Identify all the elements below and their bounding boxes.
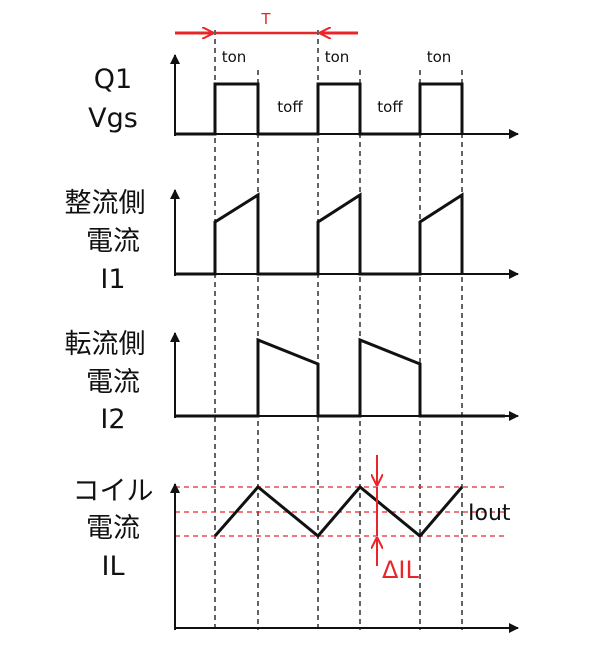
period-marker: T <box>175 10 358 33</box>
i1-title-line1: 整流側 <box>65 188 146 219</box>
timing-guides <box>214 30 463 630</box>
q1-ton-label-2: ton <box>325 48 350 66</box>
q1-title-line1: Q1 <box>94 64 132 95</box>
q1-title-line2: Vgs <box>88 103 138 134</box>
il-current-waveform <box>213 484 464 539</box>
i1-title-line2: 電流 <box>86 226 140 257</box>
i2-title-line1: 転流側 <box>65 329 146 360</box>
q1-ton-label-3: ton <box>427 48 452 66</box>
i1-panel: 整流側 電流 I1 <box>65 188 519 295</box>
il-title-line2: 電流 <box>86 513 140 544</box>
q1-gate-waveform <box>175 82 464 136</box>
i1-current-waveform <box>175 192 464 276</box>
i2-current-waveform <box>175 337 505 418</box>
il-ripple-label: ΔIL <box>382 556 419 584</box>
i2-title-line2: 電流 <box>86 367 140 398</box>
q1-vgs-panel: Q1 Vgs ton ton ton toff toff <box>88 48 519 139</box>
period-label: T <box>260 10 271 28</box>
il-panel: コイル 電流 IL ΔIL Iout <box>73 455 519 633</box>
il-average-label: Iout <box>468 501 511 526</box>
q1-toff-label-1: toff <box>277 98 303 116</box>
q1-toff-label-2: toff <box>377 98 403 116</box>
i2-title-line3: I2 <box>100 404 125 435</box>
i2-panel: 転流側 電流 I2 <box>65 329 519 435</box>
il-title-line1: コイル <box>73 476 154 507</box>
i1-title-line3: I1 <box>100 264 125 295</box>
q1-ton-label-1: ton <box>222 48 247 66</box>
il-title-line3: IL <box>101 551 124 582</box>
